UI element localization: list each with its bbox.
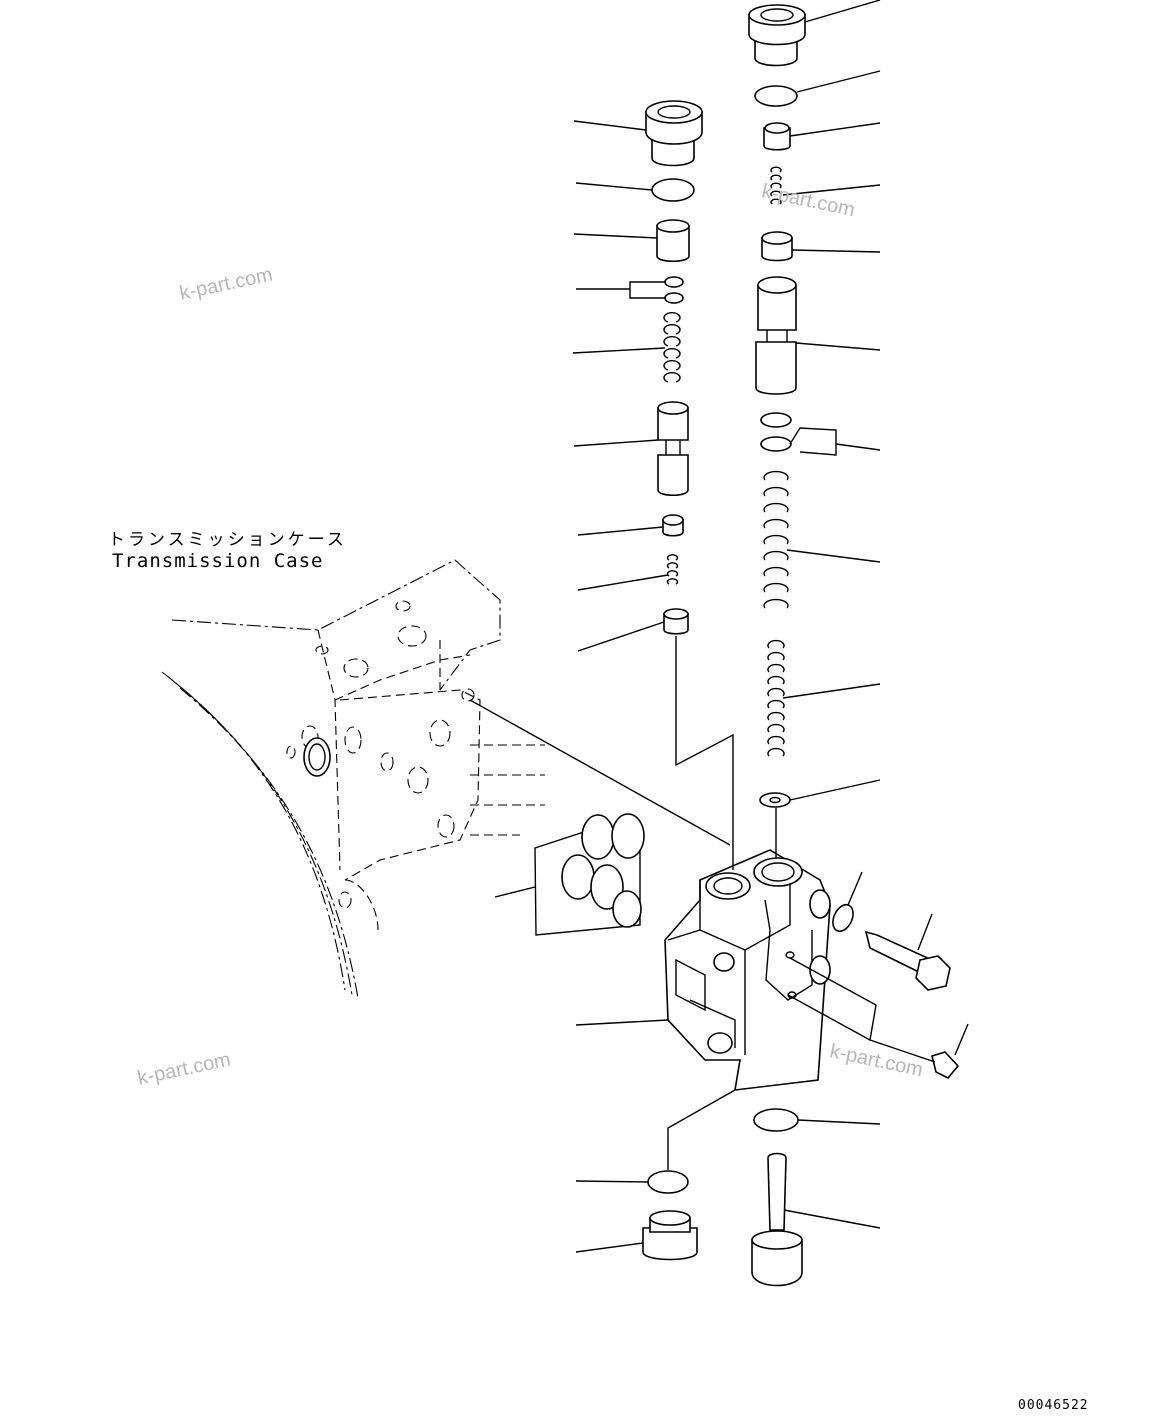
transmission-case-label: Transmission Case — [112, 550, 324, 572]
valve-body — [664, 849, 831, 1091]
document-number: 00046522 — [1018, 1398, 1089, 1413]
o-ring-set — [494, 813, 645, 936]
leader-lines — [469, 0, 969, 1253]
transmission-case-outline — [161, 559, 545, 999]
right-parts-column — [748, 4, 960, 1287]
left-parts-column — [642, 100, 703, 1261]
transmission-case-label-japanese: トランスミッションケース — [108, 530, 347, 550]
